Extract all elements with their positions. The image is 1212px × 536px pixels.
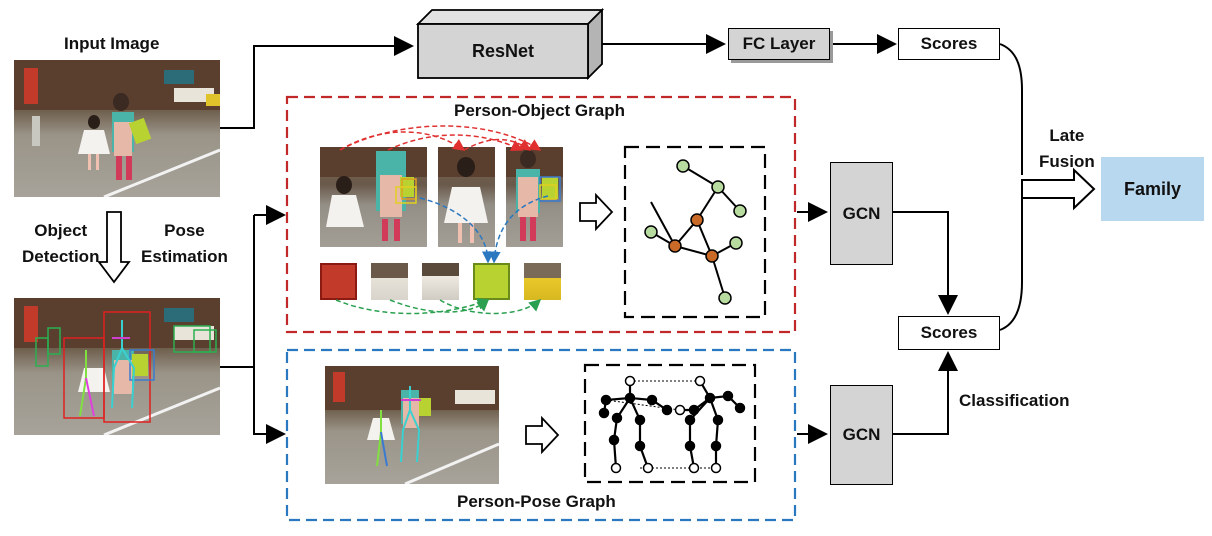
arrow-input-to-resnet <box>220 36 414 129</box>
object-graph-nodes <box>644 159 747 305</box>
input-image-scene <box>14 60 220 197</box>
hollow-arrow-object-graph <box>579 192 614 232</box>
crop-object-car-1 <box>371 263 408 300</box>
family-box: Family <box>1101 157 1204 221</box>
arrow-gcn-top-to-scores <box>893 211 958 315</box>
red-arc-1 <box>339 131 466 151</box>
crop-child-scene <box>438 147 495 243</box>
hollow-arrow-detection <box>97 211 131 284</box>
red-arc-4 <box>463 138 532 151</box>
crop-adult-scene <box>506 147 563 241</box>
green-arc-1 <box>335 298 490 315</box>
person-object-graph-label: Person-Object Graph <box>454 101 625 120</box>
green-arc-3 <box>439 298 542 315</box>
resnet-label: ResNet <box>471 40 535 61</box>
detected-image-photo <box>14 298 220 435</box>
crop-person-pair-scene <box>320 147 427 241</box>
input-image-photo <box>14 60 220 197</box>
arrow-gcn-bottom-to-scores <box>893 351 958 435</box>
scores-top-box: Scores <box>898 28 1000 60</box>
late-fusion-label: Late Fusion <box>1039 126 1095 171</box>
classification-label: Classification <box>959 391 1070 410</box>
crop-child <box>438 147 495 247</box>
scores-bottom-box: Scores <box>898 316 1000 350</box>
gcn-bottom-box: GCN <box>830 385 893 485</box>
pose-graph-box <box>583 363 757 484</box>
resnet-box <box>415 7 605 81</box>
object-graph-box <box>623 145 767 319</box>
crop-object-basket <box>473 263 510 300</box>
red-arc-2 <box>387 134 524 151</box>
pose-estimation-label: Pose Estimation <box>141 221 228 266</box>
blue-arc-2 <box>488 195 549 264</box>
crop-person-pair <box>320 147 427 247</box>
blue-arc-1 <box>419 197 494 264</box>
pose-graph-dotted-links <box>605 380 716 469</box>
input-image-label: Input Image <box>64 34 160 53</box>
arrow-to-pose-graph <box>253 367 286 444</box>
crop-object-car-2 <box>422 263 459 300</box>
crop-object-sign <box>320 263 357 300</box>
green-arc-2 <box>389 299 490 313</box>
gcn-top-box: GCN <box>830 162 893 265</box>
pose-graph-nodes <box>598 375 746 474</box>
person-object-graph-border <box>285 95 797 334</box>
hollow-arrow-fusion <box>1021 167 1096 211</box>
detected-image-scene <box>14 298 220 435</box>
fc-layer-box: FC Layer <box>728 28 830 60</box>
pose-image-photo <box>325 366 499 484</box>
red-arc-3 <box>339 125 542 151</box>
hollow-arrow-pose-graph <box>525 415 560 455</box>
crop-object-taxi <box>524 263 561 300</box>
fusion-curve-top <box>999 43 1023 175</box>
pose-image-scene <box>325 366 499 484</box>
object-detection-label: Object Detection <box>22 221 100 266</box>
person-pose-graph-label: Person-Pose Graph <box>457 492 616 511</box>
object-graph-edges <box>650 165 741 299</box>
crop-adult <box>506 147 563 247</box>
fusion-curve-bottom <box>999 195 1023 331</box>
